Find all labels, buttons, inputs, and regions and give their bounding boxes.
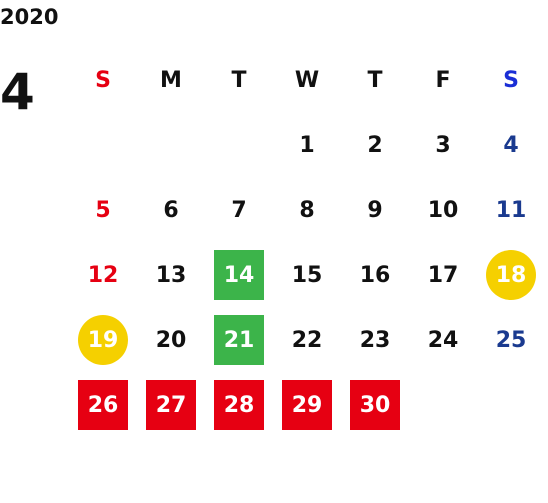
day-number: 15 — [291, 263, 323, 288]
day-number: 1 — [299, 133, 315, 158]
day-cell[interactable]: 8 — [273, 178, 341, 243]
day-cell[interactable]: 1 — [273, 113, 341, 178]
day-number: 14 — [223, 262, 255, 288]
green-day-marker: 14 — [214, 250, 264, 300]
weekday-header: F — [409, 48, 477, 113]
red-day-marker: 26 — [78, 380, 128, 430]
day-cell[interactable]: 20 — [137, 308, 205, 373]
holiday-circle-marker: 18 — [486, 250, 536, 300]
weekday-header: S — [477, 48, 545, 113]
day-number: 23 — [359, 328, 391, 353]
day-number: 12 — [87, 263, 119, 288]
red-day-marker: 28 — [214, 380, 264, 430]
day-cell[interactable]: 21 — [205, 308, 273, 373]
day-number: 26 — [87, 392, 119, 418]
weekday-label: M — [160, 68, 182, 93]
red-day-marker: 27 — [146, 380, 196, 430]
year-label: 2020 — [0, 5, 59, 29]
day-number: 29 — [291, 392, 323, 418]
day-cell[interactable]: 19 — [69, 308, 137, 373]
day-cell[interactable]: 3 — [409, 113, 477, 178]
day-cell[interactable]: 25 — [477, 308, 545, 373]
day-number: 8 — [299, 198, 315, 223]
holiday-circle-marker: 19 — [78, 315, 128, 365]
day-number: 3 — [435, 133, 451, 158]
weekday-label: T — [231, 68, 247, 93]
day-number: 11 — [495, 198, 527, 223]
weekday-header: S — [69, 48, 137, 113]
weekday-header: T — [205, 48, 273, 113]
day-number: 18 — [495, 262, 527, 288]
day-cell[interactable]: 26 — [69, 373, 137, 438]
day-cell[interactable]: 22 — [273, 308, 341, 373]
day-number: 5 — [95, 198, 111, 223]
day-cell[interactable]: 27 — [137, 373, 205, 438]
day-cell[interactable]: 4 — [477, 113, 545, 178]
weekday-label: S — [503, 68, 519, 93]
day-cell[interactable]: 9 — [341, 178, 409, 243]
day-number: 16 — [359, 263, 391, 288]
day-number: 6 — [163, 198, 179, 223]
weekday-label: T — [367, 68, 383, 93]
day-number: 22 — [291, 328, 323, 353]
day-cell[interactable]: 16 — [341, 243, 409, 308]
day-number: 7 — [231, 198, 247, 223]
day-number: 24 — [427, 328, 459, 353]
day-number: 19 — [87, 327, 119, 353]
day-number: 28 — [223, 392, 255, 418]
day-number: 9 — [367, 198, 383, 223]
day-number: 21 — [223, 327, 255, 353]
red-day-marker: 30 — [350, 380, 400, 430]
day-number: 10 — [427, 198, 459, 223]
day-cell[interactable]: 24 — [409, 308, 477, 373]
day-cell[interactable]: 17 — [409, 243, 477, 308]
green-day-marker: 21 — [214, 315, 264, 365]
red-day-marker: 29 — [282, 380, 332, 430]
weekday-header: M — [137, 48, 205, 113]
day-number: 27 — [155, 392, 187, 418]
day-cell[interactable]: 15 — [273, 243, 341, 308]
weekday-label: W — [294, 68, 320, 93]
weekday-label: S — [95, 68, 111, 93]
day-cell[interactable]: 29 — [273, 373, 341, 438]
weekday-header: T — [341, 48, 409, 113]
day-cell[interactable]: 6 — [137, 178, 205, 243]
month-number: 4 — [0, 63, 35, 121]
day-cell[interactable]: 18 — [477, 243, 545, 308]
day-cell[interactable]: 13 — [137, 243, 205, 308]
day-cell[interactable]: 30 — [341, 373, 409, 438]
day-cell[interactable]: 10 — [409, 178, 477, 243]
day-cell[interactable]: 7 — [205, 178, 273, 243]
day-cell[interactable]: 14 — [205, 243, 273, 308]
day-cell[interactable]: 5 — [69, 178, 137, 243]
day-cell[interactable]: 23 — [341, 308, 409, 373]
day-number: 2 — [367, 133, 383, 158]
day-number: 13 — [155, 263, 187, 288]
day-cell[interactable]: 28 — [205, 373, 273, 438]
day-number: 17 — [427, 263, 459, 288]
day-cell[interactable]: 2 — [341, 113, 409, 178]
day-number: 30 — [359, 392, 391, 418]
weekday-label: F — [435, 68, 451, 93]
day-cell[interactable]: 12 — [69, 243, 137, 308]
day-cell[interactable]: 11 — [477, 178, 545, 243]
day-number: 25 — [495, 328, 527, 353]
day-number: 20 — [155, 328, 187, 353]
weekday-header: W — [273, 48, 341, 113]
day-number: 4 — [503, 133, 519, 158]
